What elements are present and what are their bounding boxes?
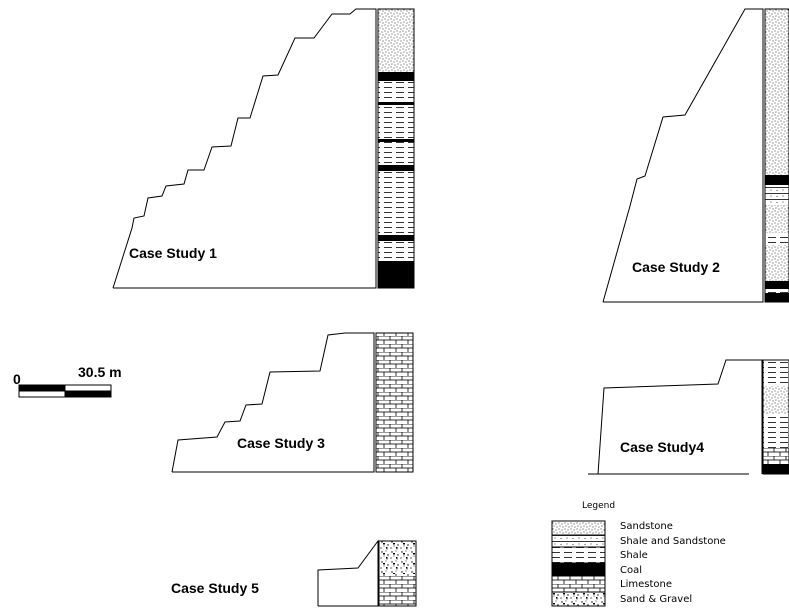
legend-item-limestone-label: Limestone bbox=[620, 579, 672, 590]
case-study-2-label: Case Study 2 bbox=[632, 259, 720, 275]
case-study-5: Case Study 5 bbox=[171, 539, 417, 607]
case-study-3-column bbox=[375, 332, 414, 473]
case-study-1-profile bbox=[112, 8, 377, 289]
legend-item-sand-and-gravel-label: Sand & Gravel bbox=[620, 594, 692, 605]
case-study-2: Case Study 2 bbox=[602, 8, 789, 303]
case-study-3: Case Study 3 bbox=[171, 332, 414, 473]
legend-item-shale-and-sandstone-label: Shale and Sandstone bbox=[620, 536, 726, 547]
case-study-3-profile bbox=[171, 332, 375, 473]
scale-bar: 0 30.5 m bbox=[13, 364, 122, 398]
case-study-5-label: Case Study 5 bbox=[171, 580, 259, 596]
legend-item-sandstone: Sandstone bbox=[551, 520, 673, 536]
legend-item-sand-and-gravel: Sand & Gravel bbox=[551, 591, 692, 607]
scale-bar-zero-label: 0 bbox=[13, 371, 21, 387]
legend-item-coal-label: Coal bbox=[620, 565, 642, 576]
legend-item-sandstone-label: Sandstone bbox=[620, 521, 673, 532]
legend-item-limestone: Limestone bbox=[551, 575, 672, 593]
case-study-4-label: Case Study4 bbox=[620, 439, 704, 455]
case-study-2-column bbox=[764, 8, 789, 303]
case-study-2-profile bbox=[602, 8, 764, 303]
legend-item-coal: Coal bbox=[551, 562, 642, 577]
case-study-3-label: Case Study 3 bbox=[237, 435, 325, 451]
legend-item-shale-label: Shale bbox=[620, 550, 648, 561]
case-study-4-column bbox=[762, 359, 789, 475]
case-study-5-column bbox=[378, 540, 417, 607]
legend-item-shale-and-sandstone: Shale and Sandstone bbox=[551, 534, 726, 548]
scale-bar-length-label: 30.5 m bbox=[78, 364, 122, 380]
case-study-1: Case Study 1 bbox=[112, 8, 415, 289]
case-study-1-column bbox=[377, 8, 415, 289]
legend-item-shale: Shale bbox=[551, 546, 648, 564]
case-study-5-profile bbox=[317, 539, 379, 607]
case-study-1-label: Case Study 1 bbox=[129, 245, 217, 261]
case-study-4: Case Study4 bbox=[588, 359, 789, 475]
legend: Legend Sandstone Shale and Sandstone Sha… bbox=[551, 501, 726, 607]
legend-title: Legend bbox=[582, 501, 615, 511]
case-study-4-profile-face bbox=[597, 359, 763, 475]
